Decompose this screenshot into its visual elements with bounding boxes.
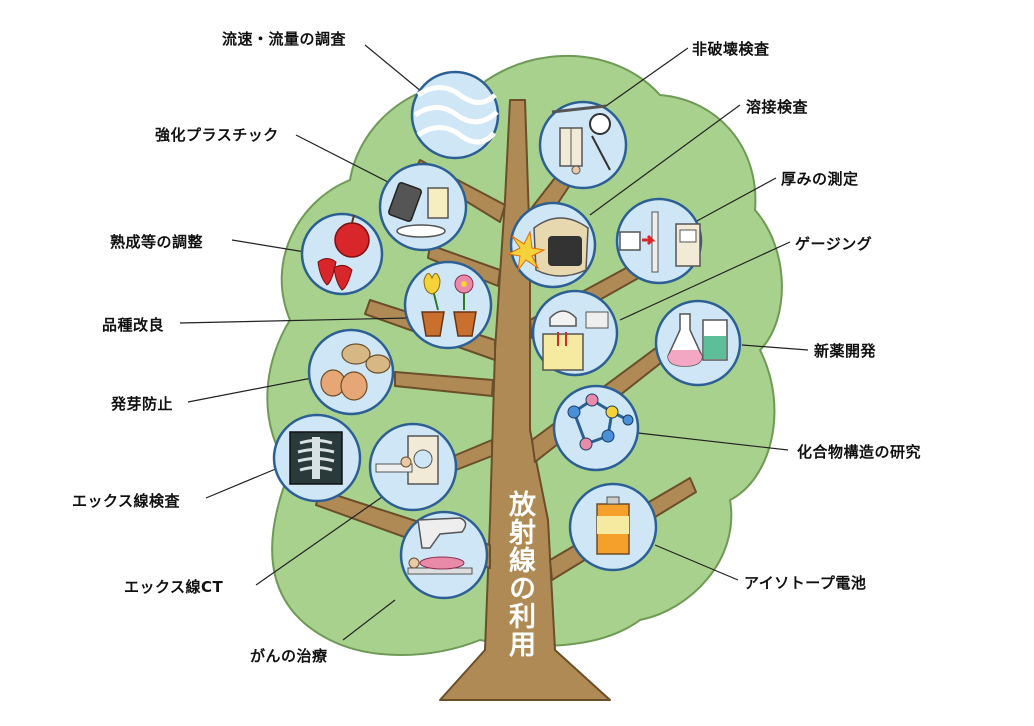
flower-pots-icon [421, 273, 477, 337]
gauging-device-icon [542, 310, 609, 371]
diagram-title: 放射線の利用 [504, 490, 535, 658]
label-ct: エックス線CT [124, 578, 224, 596]
battery-icon [596, 496, 630, 555]
leader-lines [179, 44, 809, 641]
label-ndt: 非破壊検査 [692, 40, 770, 58]
flask-beaker-icon [667, 313, 728, 367]
therapy-machine-icon [407, 517, 473, 575]
molecule-icon [567, 393, 634, 451]
ndt-circle [538, 100, 628, 190]
welding-mask-icon [506, 217, 589, 277]
thickness-gauge-icon [619, 211, 701, 273]
ct-scanner-icon [375, 435, 439, 485]
label-drug: 新薬開発 [814, 342, 877, 360]
inspection-rig-icon [551, 104, 611, 175]
phone-cup-plate-icon [388, 182, 449, 238]
apple-strawberry-icon [317, 214, 370, 291]
label-aging: 熟成等の調整 [110, 233, 204, 251]
label-thickness: 厚みの測定 [781, 170, 859, 188]
xray-film-icon [289, 431, 343, 485]
label-gauging: ゲージング [795, 235, 873, 253]
label-flow: 流速・流量の調査 [222, 30, 347, 48]
waves-icon [413, 85, 499, 145]
label-weld: 溶接検査 [746, 98, 809, 116]
breeding-circle [403, 260, 493, 350]
label-battery: アイソトープ電池 [744, 574, 867, 592]
label-cancer: がんの治療 [250, 647, 328, 665]
label-sprout: 発芽防止 [111, 395, 174, 413]
label-breeding: 品種改良 [102, 316, 165, 334]
label-plastic: 強化プラスチック [155, 126, 279, 144]
potato-onion-icon [320, 343, 391, 401]
label-compound: 化合物構造の研究 [797, 443, 922, 461]
label-xray: エックス線検査 [72, 492, 181, 510]
